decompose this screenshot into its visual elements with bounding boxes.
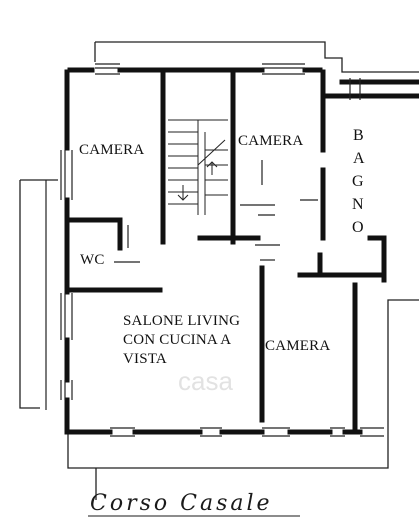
room-label-camera-right: CAMERA — [265, 338, 330, 354]
street-label: Corso Casale — [90, 491, 273, 516]
bagno-letter-g: G — [352, 173, 364, 190]
bagno-letter-n: N — [352, 196, 364, 213]
outer-thin-walls — [19, 41, 419, 500]
room-label-bagno: B A G N O — [352, 127, 365, 236]
room-label-wc: WC — [80, 252, 105, 268]
watermark: casa — [178, 366, 233, 396]
stairs — [168, 119, 228, 215]
room-label-salone: SALONE LIVING CON CUCINA A VISTA — [123, 313, 240, 367]
bagno-letter-b: B — [353, 127, 364, 144]
salone-line-2: CON CUCINA A — [123, 332, 231, 348]
windows — [45, 63, 384, 437]
bagno-letter-a: A — [353, 150, 365, 167]
salone-line-1: SALONE LIVING — [123, 313, 240, 329]
room-label-camera-top-center: CAMERA — [238, 133, 303, 149]
thick-walls — [64, 67, 419, 435]
bagno-letter-o: O — [352, 219, 364, 236]
doors — [114, 160, 318, 263]
salone-line-3: VISTA — [123, 351, 167, 367]
room-label-camera-top-left: CAMERA — [79, 142, 144, 158]
